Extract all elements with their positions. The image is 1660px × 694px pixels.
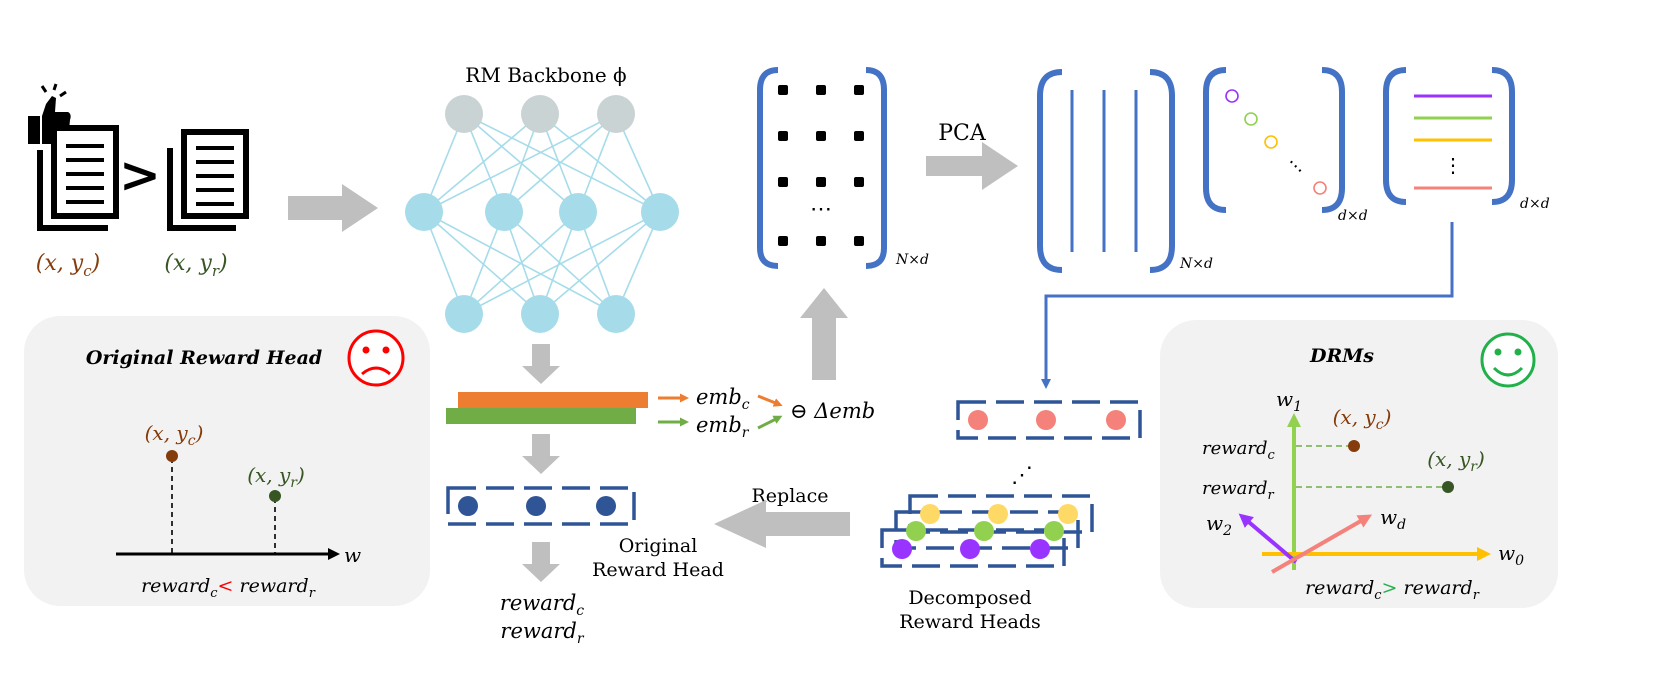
backbone-output-layer: [445, 295, 635, 333]
arrow-v-to-heads: [1041, 222, 1454, 389]
right-panel-title: DRMs: [1309, 345, 1374, 367]
input-pair: > (x, yc) (x, yr): [28, 83, 249, 280]
right-reward-c-label: rewardc: [1202, 438, 1276, 463]
rm-backbone: RM Backbone ϕ: [405, 63, 679, 333]
pca-s-matrix: ⋯ d×d: [1203, 67, 1368, 224]
heads-ellipsis: ⋰: [1011, 463, 1033, 488]
axis-wd: [1271, 514, 1373, 574]
preference-greater-sign: >: [119, 145, 161, 204]
matrix-ellipsis: ⋯: [810, 197, 832, 222]
arrow-emb-c-to-delta: [757, 394, 783, 407]
axis-w2-label: w2: [1206, 511, 1232, 539]
s-matrix-dd-label: d×d: [1338, 208, 1368, 224]
right-reward-r-label: rewardr: [1202, 478, 1275, 503]
left-axis-w-label: w: [344, 543, 361, 567]
output-reward-c: rewardc: [500, 591, 584, 619]
u-matrix-nd-label: N×d: [1179, 256, 1213, 272]
delta-emb-matrix: ⋯ N×d: [757, 67, 929, 269]
replace-label: Replace: [751, 485, 828, 507]
arrow-to-backbone: [288, 184, 378, 232]
emb-rejected-bar: [446, 408, 636, 424]
pca-label: PCA: [938, 121, 987, 146]
right-point-chosen-label: (x, yc): [1333, 405, 1392, 433]
arrow-emb-r-to-delta: [757, 415, 783, 430]
backbone-title: RM Backbone ϕ: [465, 63, 626, 87]
backbone-hidden-layer: [405, 193, 679, 231]
backbone-input-layer: [445, 95, 635, 133]
axis-w2: [1238, 513, 1298, 564]
backbone-edges: [423, 113, 661, 315]
left-point-chosen-label: (x, yc): [145, 421, 204, 449]
pca-arrow: [926, 142, 1018, 190]
emb-chosen-bar: [458, 392, 648, 408]
pca-u-matrix: N×d: [1037, 69, 1213, 273]
emb-r-label: embr: [696, 413, 750, 441]
delta-emb-label: ⊖ Δemb: [790, 399, 875, 423]
arrow-head-to-rewards: [522, 542, 560, 582]
axis-w1-label: w1: [1276, 387, 1302, 415]
arrow-backbone-to-emb: [522, 344, 560, 384]
s-matrix-dots: ⋯: [1282, 153, 1310, 181]
right-point-rejected-label: (x, yr): [1427, 447, 1485, 475]
right-panel-footer: rewardc> rewardr: [1305, 577, 1480, 603]
matrix-nd-label: N×d: [895, 252, 929, 268]
input-rejected-label: (x, yr): [164, 251, 227, 280]
emb-c-label: embc: [696, 385, 750, 413]
original-head-label-line2: Reward Head: [592, 559, 724, 581]
axis-wd-label: wd: [1380, 505, 1406, 533]
v-matrix-vdots: ⋮: [1443, 153, 1463, 177]
output-reward-r: rewardr: [500, 619, 584, 647]
drms-panel: DRMs w1 w2 wd w0 (x, yc) (x, yr) rewardc…: [1160, 320, 1558, 608]
decomposed-label-line1: Decomposed: [908, 587, 1031, 609]
left-panel-footer: rewardc< rewardr: [141, 575, 316, 601]
decomposed-reward-heads: ⋰ Decomposed Reward Heads: [880, 400, 1142, 633]
left-point-rejected: [269, 490, 281, 502]
original-reward-head: Original Reward Head: [446, 486, 724, 581]
pca-v-matrix: ⋮ d×d: [1383, 67, 1550, 212]
document-icon: [37, 125, 119, 231]
right-point-chosen: [1348, 440, 1360, 452]
document-icon: [167, 129, 249, 231]
axis-w0-label: w0: [1498, 541, 1524, 569]
left-point-chosen: [166, 450, 178, 462]
left-point-rejected-label: (x, yr): [247, 463, 305, 491]
sad-face-icon: [347, 329, 405, 387]
input-chosen-label: (x, yc): [36, 251, 100, 280]
arrow-delta-to-matrix: [800, 288, 848, 380]
original-head-label-line1: Original: [619, 535, 698, 557]
arrow-emb-to-head: [522, 434, 560, 474]
replace-arrow: [714, 500, 850, 548]
smile-face-icon: [1480, 332, 1536, 388]
decomposed-label-line2: Reward Heads: [899, 611, 1040, 633]
original-head-panel: Original Reward Head w (x, yc) (x, yr) r…: [24, 316, 430, 606]
right-point-rejected: [1442, 481, 1454, 493]
v-matrix-dd-label: d×d: [1520, 196, 1550, 212]
left-panel-title: Original Reward Head: [86, 347, 322, 369]
